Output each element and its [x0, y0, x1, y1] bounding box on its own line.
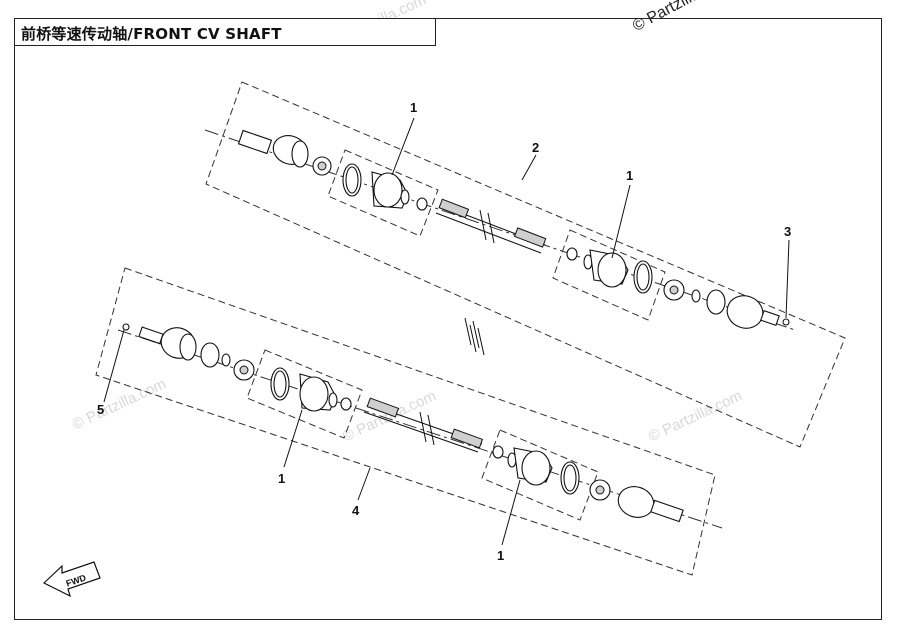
cv-boot-kit-upper-right [566, 247, 653, 294]
lower-shaft-assembly [95, 267, 723, 576]
callout-3: 3 [784, 224, 791, 239]
callout-1-lower-right: 1 [497, 548, 504, 563]
cv-boot-kit-lower-right [492, 445, 580, 495]
title-box: 前桥等速传动轴/FRONT CV SHAFT [14, 18, 436, 46]
callout-1-upper-right: 1 [626, 168, 633, 183]
fwd-arrow-icon: FWD [42, 561, 101, 598]
cv-boot-kit-lower-left [270, 367, 352, 412]
callout-5: 5 [97, 402, 104, 417]
outer-cv-joint-lower [122, 323, 255, 381]
inner-cv-joint-lower [589, 479, 684, 523]
axle-shaft-upper [435, 198, 547, 254]
outer-cv-joint-upper [237, 129, 332, 176]
callout-4: 4 [352, 503, 360, 518]
cv-boot-kit-upper-left [342, 163, 428, 211]
page-title: 前桥等速传动轴/FRONT CV SHAFT [21, 25, 282, 43]
callout-1-upper-left: 1 [410, 100, 417, 115]
upper-shaft-assembly [204, 81, 846, 448]
inner-cv-joint-upper [663, 279, 790, 329]
leader-lines [103, 117, 790, 546]
callout-1-lower-left: 1 [278, 471, 285, 486]
diagram-frame [14, 18, 882, 620]
callout-2: 2 [532, 140, 539, 155]
axle-shaft-lower [363, 397, 484, 453]
